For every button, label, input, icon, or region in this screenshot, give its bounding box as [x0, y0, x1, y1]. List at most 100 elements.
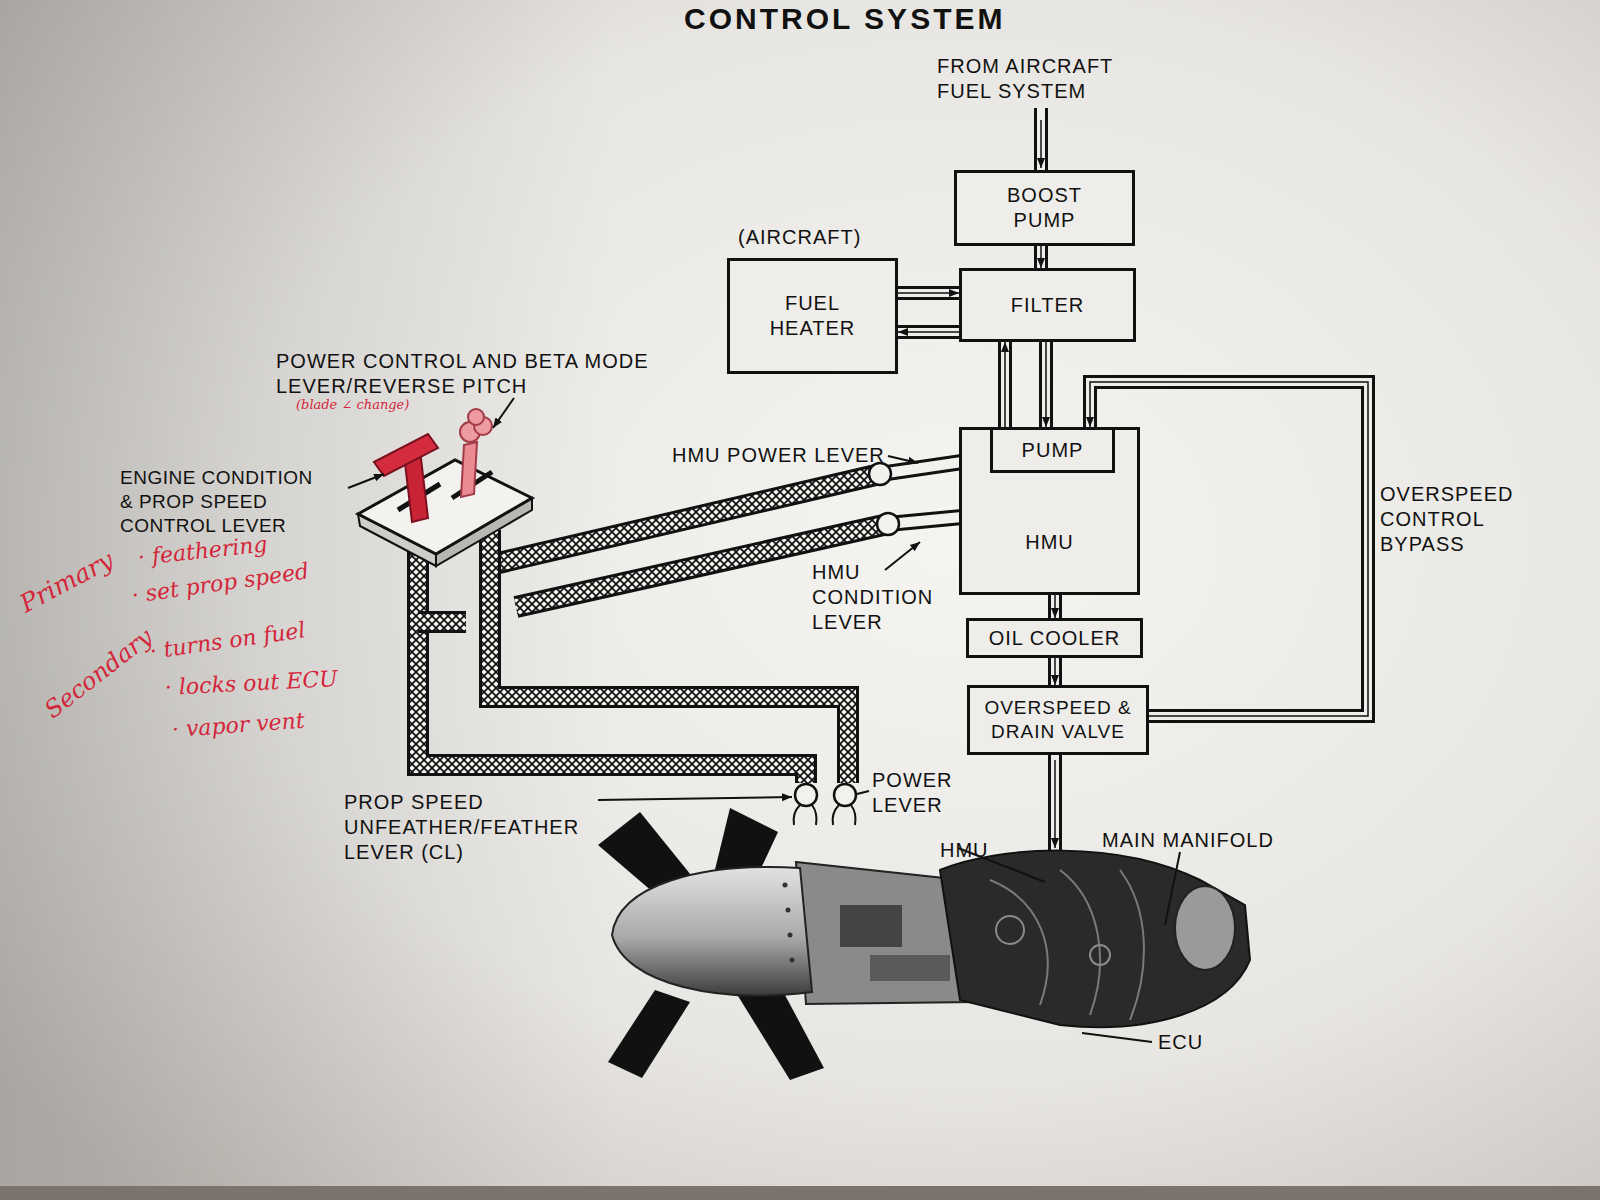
process-box: (AIRCRAFT)FUEL HEATER — [727, 258, 898, 374]
fuel-pipe — [1055, 658, 1056, 685]
fuel-pipe — [898, 293, 959, 294]
cable-end — [877, 513, 899, 535]
handwritten-note: Primary — [16, 546, 118, 618]
fuel-pipe — [1048, 755, 1062, 852]
flow-arrow — [1090, 382, 1368, 716]
process-box: BOOST PUMP — [954, 170, 1135, 246]
control-cable-braid — [490, 530, 848, 783]
rivet — [788, 933, 793, 938]
pipe-wall — [998, 342, 1012, 427]
pipe-bore — [1090, 382, 1368, 716]
fuel-pipe — [1055, 595, 1056, 618]
lever-rod-body — [880, 462, 962, 474]
flow-arrow — [1054, 595, 1056, 618]
pipe-wall — [1090, 382, 1368, 716]
box-label: BOOST PUMP — [990, 183, 1100, 233]
part-label: HMU CONDITION LEVER — [812, 560, 952, 635]
control-cable — [490, 474, 880, 565]
control-cable-braid — [490, 474, 880, 565]
process-box: PUMP — [990, 427, 1115, 473]
control-cable-braid — [418, 614, 466, 630]
engine-detail — [996, 916, 1024, 944]
part-label: POWER LEVER — [872, 768, 992, 818]
page-edge — [0, 1186, 1600, 1200]
control-cable — [418, 611, 466, 633]
engine-core — [940, 851, 1250, 1028]
exhaust-section — [1175, 886, 1235, 970]
pipe-bore — [1051, 595, 1059, 618]
engine-detail — [1090, 945, 1110, 965]
rivet — [783, 883, 788, 888]
pipe-bore — [898, 328, 959, 336]
handwritten-note: · feathering — [137, 532, 269, 570]
process-box: OVERSPEED & DRAIN VALVE — [967, 685, 1149, 755]
part-label: ECU — [1158, 1030, 1203, 1055]
part-label: MAIN MANIFOLD — [1102, 828, 1274, 853]
lever-rod — [880, 462, 962, 474]
leader-line — [1165, 852, 1180, 925]
pipe-bore — [1037, 246, 1045, 268]
rivet — [790, 958, 795, 963]
flow-arrow — [1040, 246, 1042, 268]
handwritten-note: Secondary — [40, 624, 158, 724]
flow-arrow — [1004, 342, 1006, 427]
leader-line — [885, 542, 920, 570]
fuel-pipe-bore — [1037, 108, 1045, 170]
pipe-bore — [1051, 658, 1059, 685]
box-label: HMU — [962, 530, 1137, 555]
propeller-spinner — [612, 867, 812, 995]
fuel-pipe — [1005, 342, 1006, 427]
pipe-wall — [1039, 342, 1053, 427]
fuel-pipe — [898, 332, 959, 333]
box-label: OVERSPEED & DRAIN VALVE — [970, 696, 1146, 744]
propeller-blade — [608, 990, 690, 1078]
cable-end — [869, 463, 891, 485]
leader-line — [1082, 1033, 1152, 1042]
process-box: OIL COOLER — [966, 618, 1143, 658]
pipe-bore — [1001, 342, 1009, 427]
part-label: ENGINE CONDITION & PROP SPEED CONTROL LE… — [120, 466, 322, 537]
fuel-pipe — [1041, 246, 1042, 268]
pipe-label: OVERSPEED CONTROL BYPASS — [1380, 482, 1530, 557]
control-cable-braid — [418, 548, 806, 783]
flow-arrow — [898, 331, 959, 333]
fuel-pipe-bore — [1051, 755, 1059, 852]
fuel-pipe — [1034, 108, 1048, 170]
control-cable — [418, 548, 806, 783]
rivet — [786, 908, 791, 913]
handwritten-note: · turns on fuel — [148, 618, 307, 664]
process-box: FILTER — [959, 268, 1136, 342]
flow-arrow — [1054, 658, 1056, 685]
gearbox-detail — [870, 955, 950, 981]
engine-detail — [990, 870, 1144, 1020]
pipe-wall — [1048, 658, 1062, 685]
leader-line — [857, 791, 869, 794]
condition-lever-handle — [374, 434, 438, 476]
flow-arrow — [1045, 342, 1047, 427]
pipe-wall — [898, 325, 959, 339]
gearbox-detail — [840, 905, 902, 947]
part-label: PROP SPEED UNFEATHER/FEATHER LEVER (CL) — [344, 790, 614, 865]
pipe-bore — [1042, 342, 1050, 427]
leader-line — [598, 797, 792, 800]
part-label: POWER CONTROL AND BETA MODE LEVER/REVERS… — [276, 349, 716, 399]
power-lever — [461, 442, 477, 497]
pipe-wall — [898, 286, 959, 300]
part-label: HMU — [940, 838, 989, 863]
box-label: OIL COOLER — [989, 626, 1121, 651]
process-box: HMU PUMP — [959, 427, 1140, 595]
box-label: FUEL HEATER — [755, 291, 870, 341]
flow-arrow — [1040, 120, 1042, 168]
flow-arrow — [898, 292, 959, 294]
pipe-wall — [1048, 595, 1062, 618]
box-label: FILTER — [1011, 293, 1084, 318]
lever-arm — [834, 784, 856, 806]
flow-arrow — [1054, 760, 1056, 848]
handwritten-note: (blade ∠ change) — [296, 398, 409, 412]
part-label: FROM AIRCRAFT FUEL SYSTEM — [937, 54, 1152, 104]
handwritten-note: · locks out ECU — [164, 667, 338, 700]
